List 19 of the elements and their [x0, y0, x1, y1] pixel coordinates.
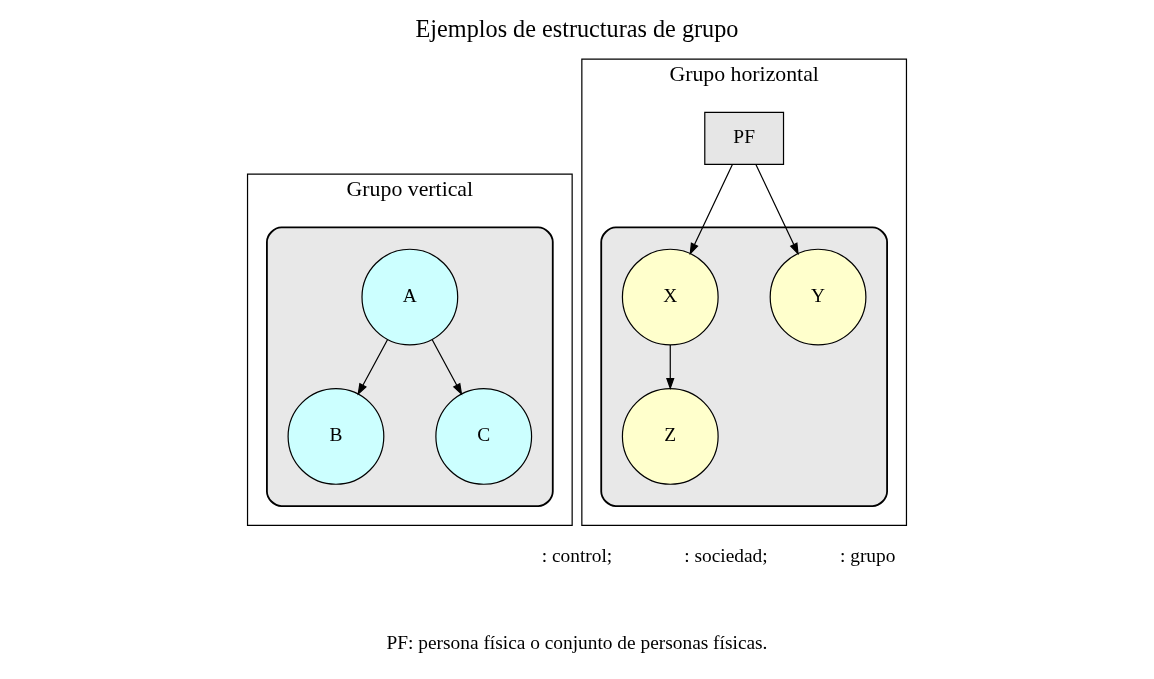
arrow	[689, 164, 733, 256]
cluster	[600, 226, 888, 507]
diagram-title: Ejemplos de estructuras de grupo	[415, 15, 739, 43]
node-box: PF	[704, 111, 785, 166]
legend-label: : sociedad;	[684, 544, 768, 566]
arrow	[666, 344, 675, 391]
node-circle: A	[361, 248, 459, 346]
node-circle: X	[621, 248, 719, 346]
arrow	[357, 339, 389, 396]
cluster	[266, 226, 554, 507]
legend-label: : control;	[541, 544, 613, 566]
node-circle: Y	[769, 248, 867, 346]
node-circle: Z	[621, 387, 719, 485]
arrow	[431, 339, 463, 396]
node-circle: C	[435, 387, 533, 485]
legend-label: : grupo	[839, 544, 896, 566]
arrow	[755, 164, 799, 256]
label: PF: persona física o conjunto de personas físicas.	[386, 631, 768, 653]
node-circle: B	[287, 387, 385, 485]
